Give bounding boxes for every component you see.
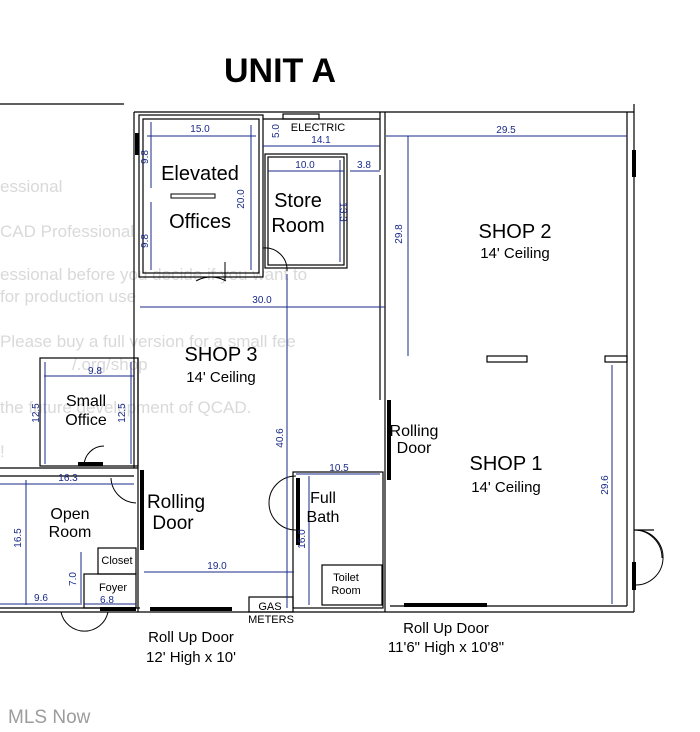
room-open: Open bbox=[50, 506, 89, 523]
watermark-line: CAD Professional bbox=[0, 222, 134, 241]
room-electric: ELECTRIC bbox=[291, 122, 345, 134]
dim-label: 40.6 bbox=[275, 428, 286, 448]
dim-label: 29.5 bbox=[496, 125, 516, 136]
watermark: essional CAD Professional essional befor… bbox=[0, 177, 307, 461]
mls-now-watermark: MLS Now bbox=[8, 707, 91, 728]
door-labels: Rolling Door Rolling Door GAS METERS Rol… bbox=[146, 423, 504, 666]
dim-label: 9.8 bbox=[88, 366, 102, 377]
door-swings bbox=[60, 193, 664, 632]
label-rolling-door-mid: Door bbox=[397, 440, 432, 457]
room-toilet: Room bbox=[331, 585, 360, 597]
label-gas-meters: METERS bbox=[248, 614, 294, 626]
dim-label: 15.0 bbox=[190, 124, 210, 135]
dim-label: 16.5 bbox=[13, 528, 24, 548]
dim-label: 30.0 bbox=[252, 295, 272, 306]
dimension-labels: 15.0 5.0 14.1 29.5 9.8 10.0 3.8 20.0 13.… bbox=[13, 124, 611, 606]
room-shop1-ceiling: 14' Ceiling bbox=[471, 479, 541, 496]
label-rollup-right: Roll Up Door bbox=[403, 620, 489, 637]
dim-label: 6.8 bbox=[100, 595, 114, 606]
wall-openings bbox=[78, 133, 636, 611]
dim-label: 16.3 bbox=[58, 473, 78, 484]
watermark-line: essional before you decide if you want t… bbox=[0, 265, 307, 284]
watermark-line: essional bbox=[0, 177, 62, 196]
watermark-line: for production use bbox=[0, 287, 136, 306]
room-store: Store bbox=[274, 190, 322, 212]
dim-label: 12.5 bbox=[117, 403, 128, 423]
dimension-lines bbox=[0, 122, 627, 608]
room-shop3: SHOP 3 bbox=[185, 344, 258, 366]
room-elevated-offices: Elevated bbox=[161, 163, 239, 185]
dim-label: 13.3 bbox=[337, 202, 348, 222]
room-foyer: Foyer bbox=[99, 582, 127, 594]
dim-label: 12.5 bbox=[31, 403, 42, 423]
label-rollup-left: 12' High x 10' bbox=[146, 649, 236, 666]
dim-label: 19.0 bbox=[207, 561, 227, 572]
dim-label: 9.8 bbox=[140, 150, 151, 164]
room-shop1: SHOP 1 bbox=[470, 453, 543, 475]
room-shop2: SHOP 2 bbox=[479, 221, 552, 243]
watermark-line: /.org/shop bbox=[72, 355, 148, 374]
watermark-line: the future development of QCAD. bbox=[0, 398, 251, 417]
label-rolling-door-mid: Rolling bbox=[390, 423, 439, 440]
label-gas-meters: GAS bbox=[258, 601, 281, 613]
dim-label: 29.6 bbox=[600, 475, 611, 495]
label-rolling-door-left: Rolling bbox=[147, 492, 205, 513]
dim-label: 9.8 bbox=[140, 234, 151, 248]
label-rollup-right: 11'6" High x 10'8" bbox=[388, 639, 504, 656]
plan-title: UNIT A bbox=[224, 52, 336, 90]
room-small-office: Small bbox=[66, 393, 106, 410]
room-toilet: Toilet bbox=[333, 572, 359, 584]
room-shop3-ceiling: 14' Ceiling bbox=[186, 369, 256, 386]
room-shop2-ceiling: 14' Ceiling bbox=[480, 245, 550, 262]
dim-label: 9.6 bbox=[34, 593, 48, 604]
watermark-line: ! bbox=[0, 442, 5, 461]
dim-label: 20.0 bbox=[236, 189, 247, 209]
label-rolling-door-left: Door bbox=[152, 513, 194, 534]
room-elevated-offices: Offices bbox=[169, 211, 231, 233]
watermark-line: Please buy a full version for a small fe… bbox=[0, 332, 296, 351]
dim-label: 7.0 bbox=[68, 572, 79, 586]
label-rollup-left: Roll Up Door bbox=[148, 629, 234, 646]
dim-label: 10.5 bbox=[329, 463, 349, 474]
room-closet: Closet bbox=[101, 555, 132, 567]
dim-label: 14.1 bbox=[311, 135, 331, 146]
dim-label: 3.8 bbox=[357, 160, 371, 171]
room-full-bath: Bath bbox=[307, 509, 340, 526]
walls bbox=[0, 103, 654, 613]
room-labels: Elevated Offices ELECTRIC Store Room SHO… bbox=[49, 122, 552, 597]
room-full-bath: Full bbox=[310, 490, 336, 507]
dim-label: 10.0 bbox=[295, 160, 315, 171]
dim-label: 29.8 bbox=[394, 224, 405, 244]
dim-label: 5.0 bbox=[271, 124, 282, 138]
room-store: Room bbox=[271, 215, 324, 237]
dim-label: 16.0 bbox=[297, 529, 308, 549]
room-small-office: Office bbox=[65, 412, 107, 429]
room-open: Room bbox=[49, 524, 92, 541]
